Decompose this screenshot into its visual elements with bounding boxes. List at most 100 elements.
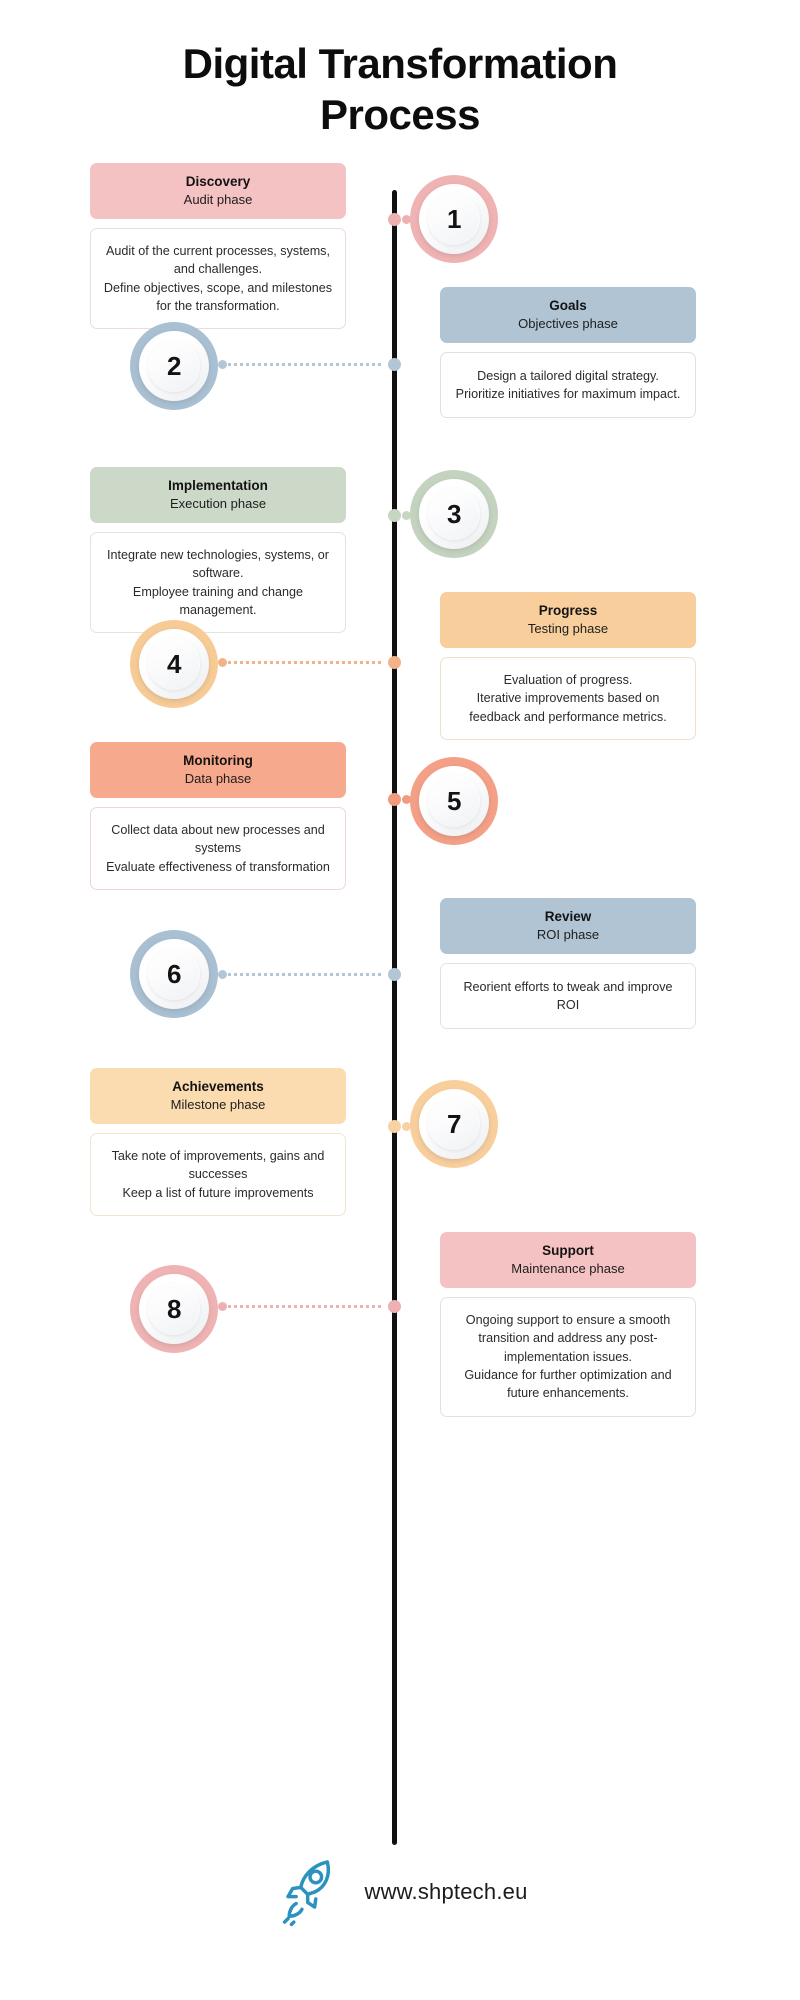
step-body-text-6: Reorient efforts to tweak and improve RO… [463,979,673,1012]
step-heading-7: Achievements [172,1079,264,1094]
step-connector-4 [0,655,800,669]
rocket-icon [273,1855,347,1929]
step-heading-8: Support [542,1243,594,1258]
step-body-3: Integrate new technologies, systems, or … [90,531,346,634]
step-number-8: 8 [167,1293,181,1324]
step-subheading-2: Objectives phase [518,315,618,331]
connector-hub-3 [388,509,401,522]
connector-tip-5 [402,795,411,804]
step-number-7: 7 [447,1108,461,1139]
step-medallion-6: 6 [130,930,218,1018]
step-body-5: Collect data about new processes and sys… [90,806,346,891]
medallion-inner-disc-7 [428,1098,480,1150]
medallion-inner-disc-6 [148,948,200,1000]
medallion-inner-disc-3 [428,488,480,540]
connector-tip-2 [218,360,227,369]
connector-dots-6 [228,973,381,976]
website-url[interactable]: www.shptech.eu [364,1879,528,1904]
connector-hub-6 [388,968,401,981]
step-body-text-3: Integrate new technologies, systems, or … [107,547,329,618]
step-body-text-2: Design a tailored digital strategy. Prio… [455,368,681,401]
page-title: Digital Transformation Process [0,38,800,140]
step-body-text-4: Evaluation of progress. Iterative improv… [469,672,667,724]
connector-hub-4 [388,656,401,669]
connector-hub-8 [388,1300,401,1313]
step-heading-3: Implementation [168,478,268,493]
connector-tip-3 [402,511,411,520]
step-body-1: Audit of the current processes, systems,… [90,227,346,330]
connector-dots-8 [228,1305,381,1308]
connector-tip-8 [218,1302,227,1311]
step-heading-1: Discovery [185,174,251,189]
connector-hub-1 [388,213,401,226]
connector-tip-7 [402,1122,411,1131]
step-body-2: Design a tailored digital strategy. Prio… [440,351,696,418]
step-number-1: 1 [447,203,461,234]
step-heading-2: Goals [549,298,587,313]
connector-tip-4 [218,658,227,667]
step-number-2: 2 [167,350,181,381]
step-subheading-1: Audit phase [183,191,253,207]
medallion-inner-disc-5 [428,775,480,827]
step-body-text-7: Take note of improvements, gains and suc… [111,1148,325,1200]
step-subheading-3: Execution phase [169,495,267,511]
connector-hub-7 [388,1120,401,1133]
step-subheading-7: Milestone phase [170,1096,266,1112]
step-medallion-7: 7 [410,1080,498,1168]
connector-tip-6 [218,970,227,979]
step-medallion-5: 5 [410,757,498,845]
step-body-text-1: Audit of the current processes, systems,… [103,243,333,314]
step-body-6: Reorient efforts to tweak and improve RO… [440,962,696,1029]
step-number-5: 5 [447,785,461,816]
step-heading-6: Review [544,909,592,924]
step-number-6: 6 [167,958,181,989]
step-subheading-4: Testing phase [527,620,609,636]
step-number-4: 4 [167,648,181,679]
step-number-3: 3 [447,498,461,529]
connector-hub-2 [388,358,401,371]
page-title-line-2: Process [320,91,480,139]
step-heading-5: Monitoring [183,753,253,768]
timeline-spine [392,190,397,1845]
step-connector-8 [0,1299,800,1313]
footer: www.shptech.eu [0,1855,800,1929]
step-connector-6 [0,967,800,981]
step-subheading-6: ROI phase [536,926,600,942]
step-medallion-3: 3 [410,470,498,558]
step-subheading-8: Maintenance phase [511,1260,625,1276]
connector-dots-2 [228,363,381,366]
step-medallion-2: 2 [130,322,218,410]
step-medallion-8: 8 [130,1265,218,1353]
medallion-inner-disc-1 [428,193,480,245]
step-connector-2 [0,357,800,371]
step-heading-4: Progress [538,603,598,618]
step-body-text-5: Collect data about new processes and sys… [106,822,330,874]
step-body-4: Evaluation of progress. Iterative improv… [440,656,696,741]
step-medallion-4: 4 [130,620,218,708]
connector-hub-5 [388,793,401,806]
step-subheading-5: Data phase [184,770,252,786]
connector-tip-1 [402,215,411,224]
medallion-inner-disc-8 [148,1283,200,1335]
step-body-text-8: Ongoing support to ensure a smooth trans… [464,1312,672,1401]
connector-dots-4 [228,661,381,664]
medallion-inner-disc-2 [148,340,200,392]
step-body-7: Take note of improvements, gains and suc… [90,1132,346,1217]
